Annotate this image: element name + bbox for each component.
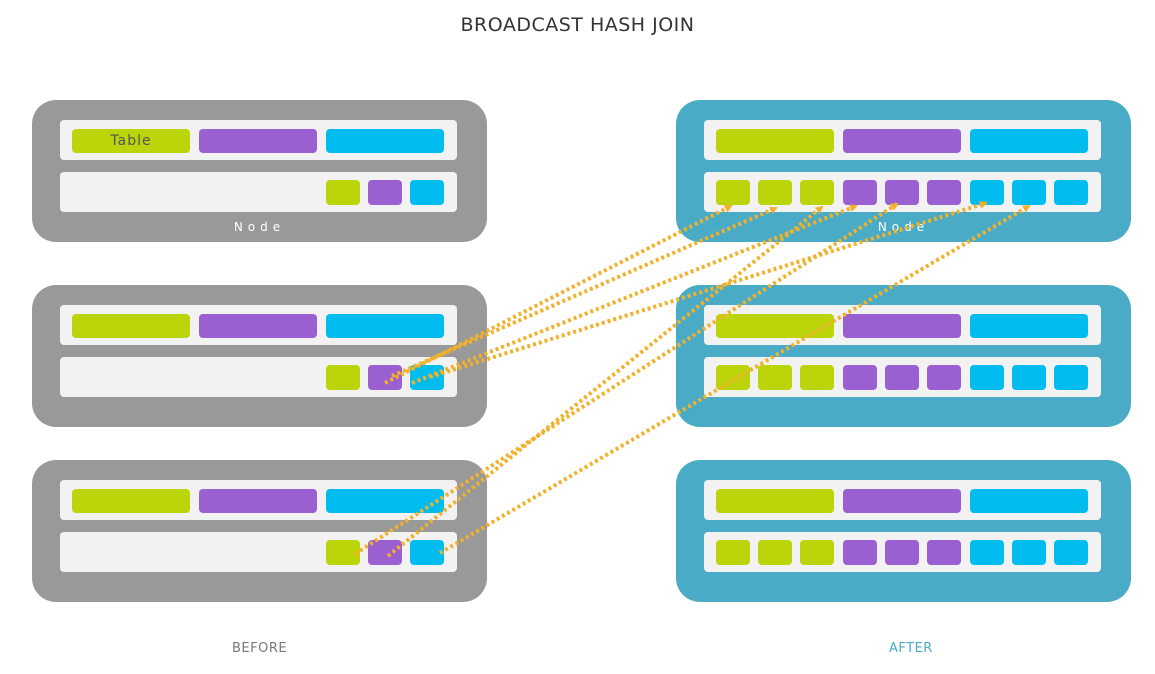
after-node-1: Node: [676, 100, 1131, 242]
table-block-cyan: [326, 489, 444, 513]
partition-green: [326, 365, 360, 390]
table-block-cyan: [326, 129, 444, 153]
table-block-green: [716, 489, 834, 513]
table-row: [704, 120, 1101, 160]
table-block-purple: [199, 489, 317, 513]
partition-purple: [843, 180, 877, 205]
partition-cyan: [410, 540, 444, 565]
partition-row: [704, 357, 1101, 397]
table-block-purple: [843, 489, 961, 513]
before-node-2: [32, 285, 487, 427]
partition-cyan: [970, 540, 1004, 565]
after-node-3: [676, 460, 1131, 602]
partition-row: [704, 172, 1101, 212]
partition-purple: [927, 180, 961, 205]
table-block-purple: [843, 314, 961, 338]
partition-cyan: [1012, 365, 1046, 390]
partition-purple: [843, 540, 877, 565]
partition-purple: [885, 540, 919, 565]
partition-cyan: [1012, 540, 1046, 565]
partition-green: [716, 540, 750, 565]
partition-green: [758, 540, 792, 565]
table-row: [60, 480, 457, 520]
table-block-cyan: [970, 489, 1088, 513]
partition-row: [60, 172, 457, 212]
table-row: Table: [60, 120, 457, 160]
table-row: [704, 305, 1101, 345]
table-block-green: Table: [72, 129, 190, 153]
partition-purple: [885, 180, 919, 205]
partition-cyan: [410, 180, 444, 205]
partition-row: [704, 532, 1101, 572]
table-block-purple: [843, 129, 961, 153]
partition-green: [716, 180, 750, 205]
partition-cyan: [1012, 180, 1046, 205]
node-label: Node: [877, 220, 930, 234]
before-caption: BEFORE: [232, 641, 288, 656]
partition-cyan: [970, 365, 1004, 390]
partition-green: [326, 180, 360, 205]
table-block-green: [716, 314, 834, 338]
partition-purple: [927, 540, 961, 565]
table-block-cyan: [326, 314, 444, 338]
table-label: Table: [110, 133, 152, 149]
table-block-purple: [199, 314, 317, 338]
table-block-purple: [199, 129, 317, 153]
partition-purple: [368, 365, 402, 390]
partition-purple: [368, 180, 402, 205]
partition-row: [60, 532, 457, 572]
before-node-1: Table Node: [32, 100, 487, 242]
node-label: Node: [233, 220, 286, 234]
partition-green: [716, 365, 750, 390]
partition-green: [758, 180, 792, 205]
diagram-title: BROADCAST HASH JOIN: [460, 14, 695, 36]
partition-green: [800, 540, 834, 565]
table-block-cyan: [970, 314, 1088, 338]
partition-cyan: [1054, 540, 1088, 565]
table-block-green: [716, 129, 834, 153]
after-node-2: [676, 285, 1131, 427]
partition-cyan: [1054, 365, 1088, 390]
partition-purple: [885, 365, 919, 390]
partition-cyan: [970, 180, 1004, 205]
partition-purple: [843, 365, 877, 390]
table-block-green: [72, 489, 190, 513]
partition-row: [60, 357, 457, 397]
partition-green: [758, 365, 792, 390]
partition-green: [800, 180, 834, 205]
table-block-cyan: [970, 129, 1088, 153]
before-node-3: [32, 460, 487, 602]
after-caption: AFTER: [889, 641, 933, 656]
partition-cyan: [1054, 180, 1088, 205]
partition-green: [326, 540, 360, 565]
partition-green: [800, 365, 834, 390]
table-row: [60, 305, 457, 345]
partition-cyan: [410, 365, 444, 390]
partition-purple: [927, 365, 961, 390]
table-row: [704, 480, 1101, 520]
partition-purple: [368, 540, 402, 565]
table-block-green: [72, 314, 190, 338]
